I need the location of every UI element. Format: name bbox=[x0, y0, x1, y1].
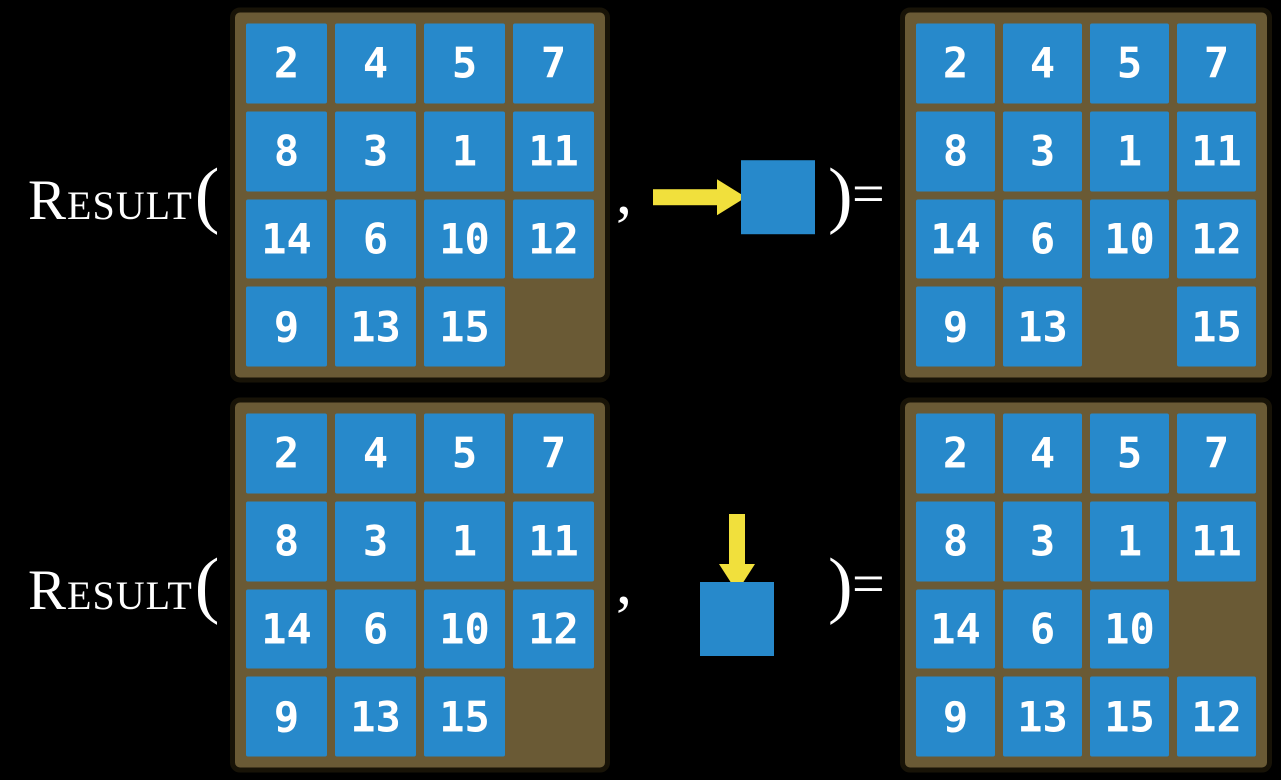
action-move-down bbox=[700, 514, 774, 656]
right-arrow-icon bbox=[653, 179, 746, 216]
tile-13: 13 bbox=[1003, 676, 1082, 757]
function-call: Result ( bbox=[28, 158, 219, 232]
tile-15: 15 bbox=[424, 676, 505, 757]
argument-comma: , bbox=[616, 545, 632, 617]
open-paren: ( bbox=[194, 154, 220, 236]
close-paren: ) bbox=[828, 544, 853, 626]
tile-12: 12 bbox=[513, 199, 594, 279]
tile-5: 5 bbox=[1090, 413, 1169, 494]
tile-11: 11 bbox=[1177, 111, 1256, 191]
tile-11: 11 bbox=[1177, 501, 1256, 581]
tile-9: 9 bbox=[916, 286, 995, 367]
tile-15: 15 bbox=[424, 286, 505, 367]
tile-15: 15 bbox=[1090, 676, 1169, 757]
tile-14: 14 bbox=[916, 589, 995, 669]
tile-3: 3 bbox=[1003, 111, 1082, 191]
tile-8: 8 bbox=[916, 111, 995, 191]
tile-5: 5 bbox=[424, 413, 505, 494]
tile-1: 1 bbox=[1090, 501, 1169, 581]
tile-13: 13 bbox=[335, 286, 416, 367]
tile-6: 6 bbox=[335, 199, 416, 279]
tile-7: 7 bbox=[1177, 413, 1256, 494]
tile-8: 8 bbox=[916, 501, 995, 581]
tile-3: 3 bbox=[335, 501, 416, 581]
tile-1: 1 bbox=[1090, 111, 1169, 191]
empty-cell bbox=[513, 287, 594, 367]
tile-3: 3 bbox=[1003, 501, 1082, 581]
tile-4: 4 bbox=[335, 413, 416, 494]
empty-cell bbox=[513, 677, 594, 757]
function-call: Result ( bbox=[28, 548, 219, 622]
tile-3: 3 bbox=[335, 111, 416, 191]
tile-6: 6 bbox=[1003, 199, 1082, 279]
tile-8: 8 bbox=[246, 501, 327, 581]
tile-8: 8 bbox=[246, 111, 327, 191]
equals-sign: = bbox=[852, 160, 885, 226]
tile-13: 13 bbox=[1003, 286, 1082, 367]
empty-cell bbox=[1177, 589, 1256, 669]
tile-5: 5 bbox=[424, 23, 505, 104]
tile-11: 11 bbox=[513, 501, 594, 581]
tile-6: 6 bbox=[335, 589, 416, 669]
tile-15: 15 bbox=[1177, 286, 1256, 367]
tile-5: 5 bbox=[1090, 23, 1169, 104]
down-arrow-icon bbox=[719, 514, 755, 592]
tile-9: 9 bbox=[916, 676, 995, 757]
tile-12: 12 bbox=[1177, 676, 1256, 757]
tile-14: 14 bbox=[246, 199, 327, 279]
tile-9: 9 bbox=[246, 286, 327, 367]
open-paren: ( bbox=[194, 544, 220, 626]
action-move-right bbox=[653, 160, 815, 235]
tile-11: 11 bbox=[513, 111, 594, 191]
tile-1: 1 bbox=[424, 501, 505, 581]
tile-10: 10 bbox=[1090, 589, 1169, 669]
tile-14: 14 bbox=[916, 199, 995, 279]
tile-13: 13 bbox=[335, 676, 416, 757]
function-name: Result bbox=[28, 169, 193, 232]
function-name: Result bbox=[28, 559, 193, 622]
tile-1: 1 bbox=[424, 111, 505, 191]
tile-2: 2 bbox=[246, 23, 327, 104]
tile-2: 2 bbox=[916, 413, 995, 494]
tile-2: 2 bbox=[246, 413, 327, 494]
tile-6: 6 bbox=[1003, 589, 1082, 669]
tile-2: 2 bbox=[916, 23, 995, 104]
tile-7: 7 bbox=[1177, 23, 1256, 104]
tile-9: 9 bbox=[246, 676, 327, 757]
tile-12: 12 bbox=[1177, 199, 1256, 279]
tile-4: 4 bbox=[1003, 413, 1082, 494]
tile-12: 12 bbox=[513, 589, 594, 669]
tile-4: 4 bbox=[1003, 23, 1082, 104]
argument-comma: , bbox=[616, 155, 632, 227]
empty-cell bbox=[1090, 287, 1169, 367]
tile-10: 10 bbox=[1090, 199, 1169, 279]
equals-sign: = bbox=[852, 550, 885, 616]
tile-4: 4 bbox=[335, 23, 416, 104]
tile-14: 14 bbox=[246, 589, 327, 669]
blank-tile bbox=[700, 582, 774, 656]
close-paren: ) bbox=[828, 154, 853, 236]
tile-7: 7 bbox=[513, 413, 594, 494]
blank-tile bbox=[741, 160, 815, 235]
tile-10: 10 bbox=[424, 589, 505, 669]
tile-7: 7 bbox=[513, 23, 594, 104]
tile-10: 10 bbox=[424, 199, 505, 279]
